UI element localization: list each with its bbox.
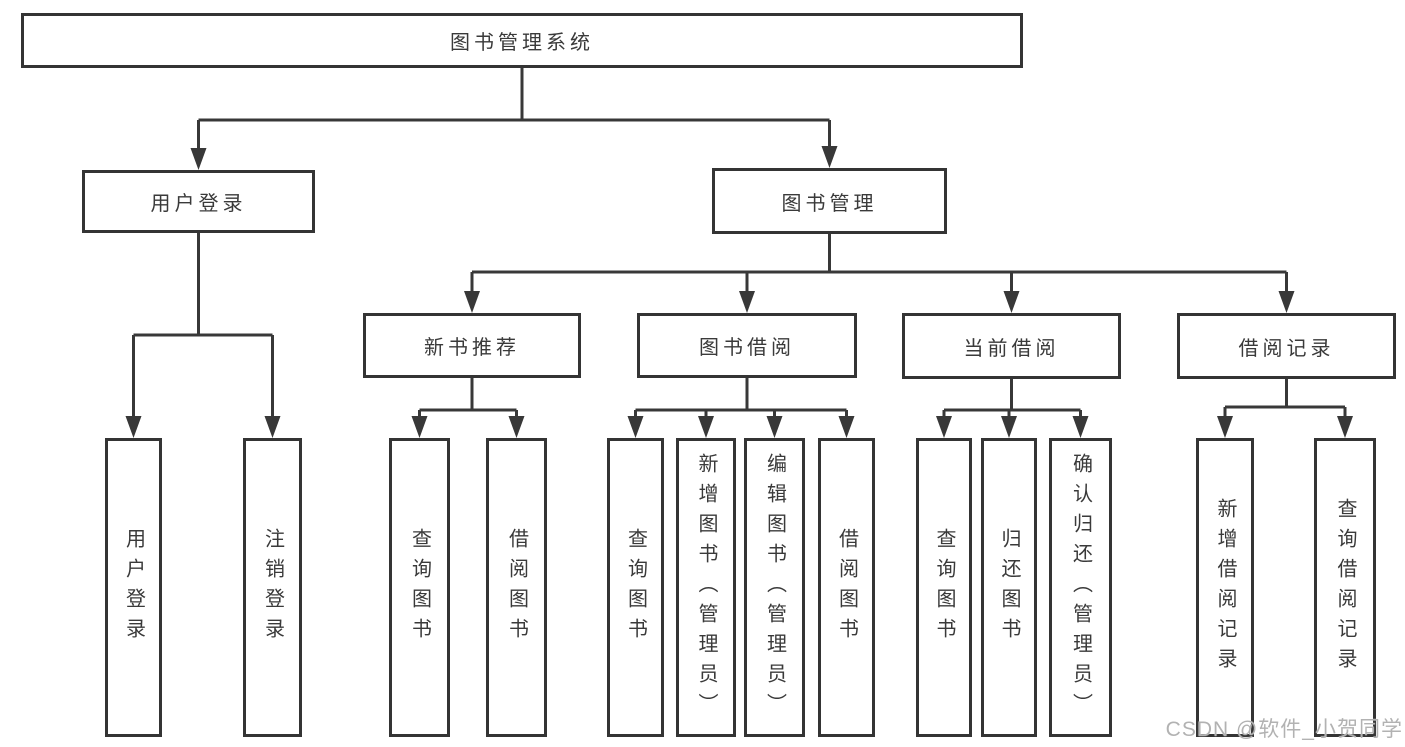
leaf-label: 借阅图书 — [505, 527, 528, 648]
leaf-label: 查询图书 — [933, 527, 955, 648]
node-label: 新书推荐 — [424, 337, 520, 359]
leaf-label: 查询图书 — [408, 527, 431, 648]
leaf-nbr-borrow-book: 借阅图书 — [486, 438, 547, 737]
node-label: 借阅记录 — [1238, 337, 1335, 360]
node-borrow-records: 借阅记录 — [1177, 313, 1396, 379]
leaf-cb-confirm-return: 确认归还（管理员） — [1049, 438, 1112, 737]
leaf-br-add-record: 新增借阅记录 — [1196, 438, 1254, 737]
leaf-label: 确认归还（管理员） — [1069, 452, 1092, 723]
leaf-label: 编辑图书（管理员） — [763, 452, 786, 723]
leaf-br-query-record: 查询借阅记录 — [1314, 438, 1376, 737]
node-book-management: 图书管理 — [712, 168, 947, 234]
leaf-nbr-query-book: 查询图书 — [389, 438, 450, 737]
leaf-label: 注销登录 — [261, 527, 284, 648]
leaf-bb-edit-book: 编辑图书（管理员） — [744, 438, 805, 737]
leaf-label: 新增图书（管理员） — [695, 452, 717, 723]
leaf-cb-return-book: 归还图书 — [981, 438, 1037, 737]
node-library-management-system: 图书管理系统 — [21, 13, 1023, 68]
leaf-label: 归还图书 — [998, 527, 1020, 648]
leaf-bb-add-book: 新增图书（管理员） — [676, 438, 736, 737]
node-book-borrow: 图书借阅 — [637, 313, 857, 378]
connector-line-group — [132, 68, 1347, 420]
node-label: 图书管理系统 — [450, 32, 594, 54]
arrowhead-icons — [125, 146, 1353, 438]
csdn-watermark: CSDN @软件_小贺同学 — [1165, 718, 1403, 741]
node-label: 图书管理 — [781, 192, 878, 215]
node-label: 当前借阅 — [963, 337, 1060, 360]
node-user-login: 用户登录 — [82, 170, 315, 233]
leaf-bb-borrow-book: 借阅图书 — [818, 438, 875, 737]
node-label: 用户登录 — [150, 193, 247, 215]
leaf-logout: 注销登录 — [243, 438, 302, 737]
leaf-bb-query-book: 查询图书 — [607, 438, 664, 737]
leaf-cb-query-book: 查询图书 — [916, 438, 972, 737]
leaf-label: 查询图书 — [624, 527, 647, 648]
leaf-label: 查询借阅记录 — [1334, 497, 1356, 678]
node-current-borrow: 当前借阅 — [902, 313, 1121, 379]
leaf-user-login: 用户登录 — [105, 438, 162, 737]
node-label: 图书借阅 — [699, 337, 795, 359]
node-new-book-recommend: 新书推荐 — [363, 313, 581, 378]
leaf-label: 用户登录 — [122, 527, 145, 648]
leaf-label: 新增借阅记录 — [1214, 497, 1236, 678]
leaf-label: 借阅图书 — [835, 527, 858, 648]
